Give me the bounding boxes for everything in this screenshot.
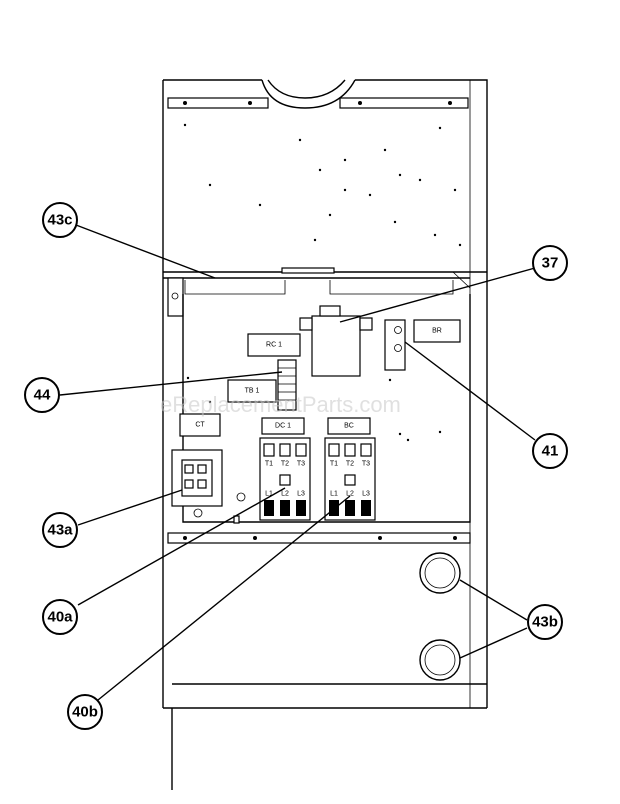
- callout-44: 44: [24, 377, 60, 413]
- bc-label: BC: [344, 423, 354, 430]
- callout-43c: 43c: [42, 202, 78, 238]
- callout-43a: 43a: [42, 512, 78, 548]
- rc1-relay: RC 1: [247, 333, 301, 357]
- watermark: eReplacementParts.com: [160, 392, 401, 417]
- callout-41-label: 41: [542, 443, 559, 460]
- callout-41: 41: [532, 433, 568, 469]
- upper-panel-dots: [183, 123, 462, 247]
- knockouts: [419, 552, 461, 681]
- dc1-label: DC 1: [275, 423, 291, 430]
- bc-l2: L2: [346, 491, 354, 498]
- tb1-terminal-block: TB 1: [227, 359, 297, 411]
- callout-40a-label: 40a: [47, 609, 73, 626]
- dc1-t1: T1: [265, 461, 273, 468]
- callout-37-label: 37: [542, 255, 559, 272]
- dc1-l2: L2: [281, 491, 289, 498]
- bc-l3: L3: [362, 491, 370, 498]
- capacitor: [299, 305, 373, 377]
- ground-screw: [233, 492, 246, 524]
- bc-l1: L1: [330, 491, 338, 498]
- dc1-t3: T3: [297, 461, 305, 468]
- top-rail: [167, 97, 469, 109]
- ct-transformer: CT: [171, 413, 223, 518]
- callout-40b: 40b: [67, 694, 103, 730]
- callout-43b: 43b: [527, 604, 563, 640]
- callout-44-label: 44: [34, 387, 51, 404]
- dc1-l1: L1: [265, 491, 273, 498]
- callout-37: 37: [532, 245, 568, 281]
- control-panel-dots: [186, 376, 442, 442]
- ct-label: CT: [195, 422, 205, 429]
- dc1-t2: T2: [281, 461, 289, 468]
- bc-contactor: BC T1 T2 T3 L1 L2 L3: [324, 417, 376, 521]
- callout-43a-label: 43a: [47, 522, 73, 539]
- br-relay: BR: [384, 319, 461, 371]
- callout-40a: 40a: [42, 599, 78, 635]
- br-label: BR: [432, 328, 442, 335]
- dc1-l3: L3: [297, 491, 305, 498]
- callout-40b-label: 40b: [72, 704, 98, 721]
- tb1-label: TB 1: [245, 388, 260, 395]
- bc-t2: T2: [346, 461, 354, 468]
- callout-43b-label: 43b: [532, 614, 558, 631]
- rc1-label: RC 1: [266, 342, 282, 349]
- bc-t3: T3: [362, 461, 370, 468]
- bc-t1: T1: [330, 461, 338, 468]
- callout-43c-label: 43c: [47, 212, 72, 229]
- leader-lines: [59, 224, 536, 701]
- control-panel: [167, 294, 471, 544]
- dc1-contactor: DC 1 T1 T2 T3 L1 L2 L3: [259, 417, 311, 521]
